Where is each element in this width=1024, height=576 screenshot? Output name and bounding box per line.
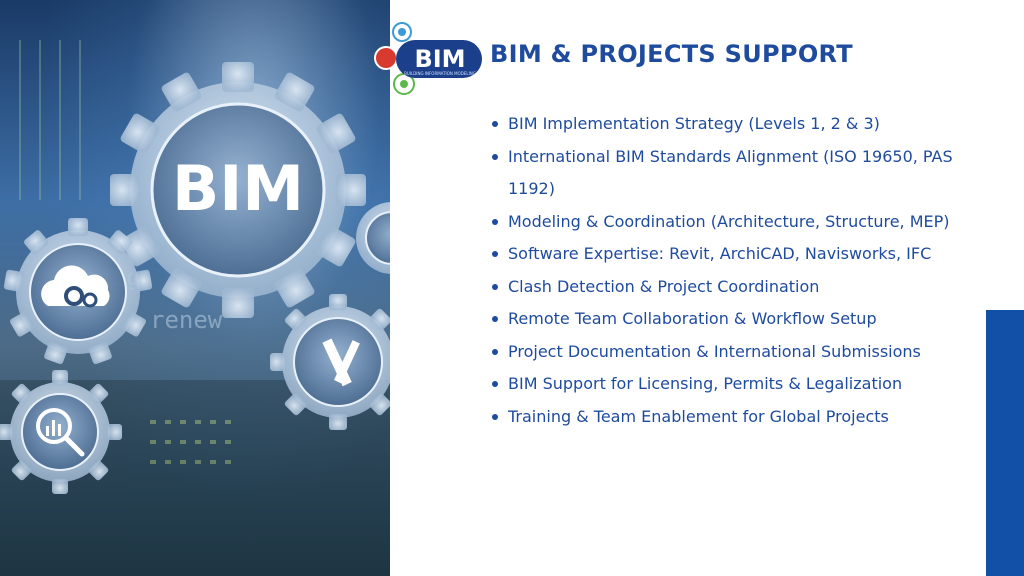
list-item: International BIM Standards Alignment (I…: [490, 141, 960, 206]
big-gear-label: BIM: [172, 152, 304, 225]
list-item: BIM Implementation Strategy (Levels 1, 2…: [490, 108, 960, 141]
list-item: Modeling & Coordination (Architecture, S…: [490, 206, 960, 239]
services-list: BIM Implementation Strategy (Levels 1, 2…: [490, 108, 960, 433]
list-item: Training & Team Enablement for Global Pr…: [490, 401, 960, 434]
hero-image: config renew: [0, 0, 390, 576]
list-item: Remote Team Collaboration & Workflow Set…: [490, 303, 960, 336]
big-bim-gear: BIM: [110, 62, 366, 318]
partial-gear: [356, 202, 390, 274]
list-item: BIM Support for Licensing, Permits & Leg…: [490, 368, 960, 401]
page-title: BIM & PROJECTS SUPPORT: [490, 40, 853, 68]
screen-word-renew: renew: [150, 306, 223, 334]
list-item: Project Documentation & International Su…: [490, 336, 960, 369]
hero-illustration: config renew: [0, 40, 390, 576]
logo-text: BIM: [414, 45, 465, 73]
list-item: Clash Detection & Project Coordination: [490, 271, 960, 304]
ruler-pencil-icon: [322, 338, 360, 387]
logo-dot-left: [374, 46, 398, 70]
list-item: Software Expertise: Revit, ArchiCAD, Nav…: [490, 238, 960, 271]
ruler-gear: [270, 294, 390, 430]
logo-subtext: BUILDING INFORMATION MODELING: [404, 71, 476, 76]
magnifier-chart-icon: [36, 408, 85, 457]
accent-bar: [986, 310, 1024, 576]
cloud-gear: [3, 218, 153, 365]
bim-logo: BIM BUILDING INFORMATION MODELING: [374, 22, 482, 95]
logo-pill: [396, 40, 482, 78]
magnifier-gear: [0, 370, 122, 494]
cloud-gears-icon: [41, 265, 110, 308]
